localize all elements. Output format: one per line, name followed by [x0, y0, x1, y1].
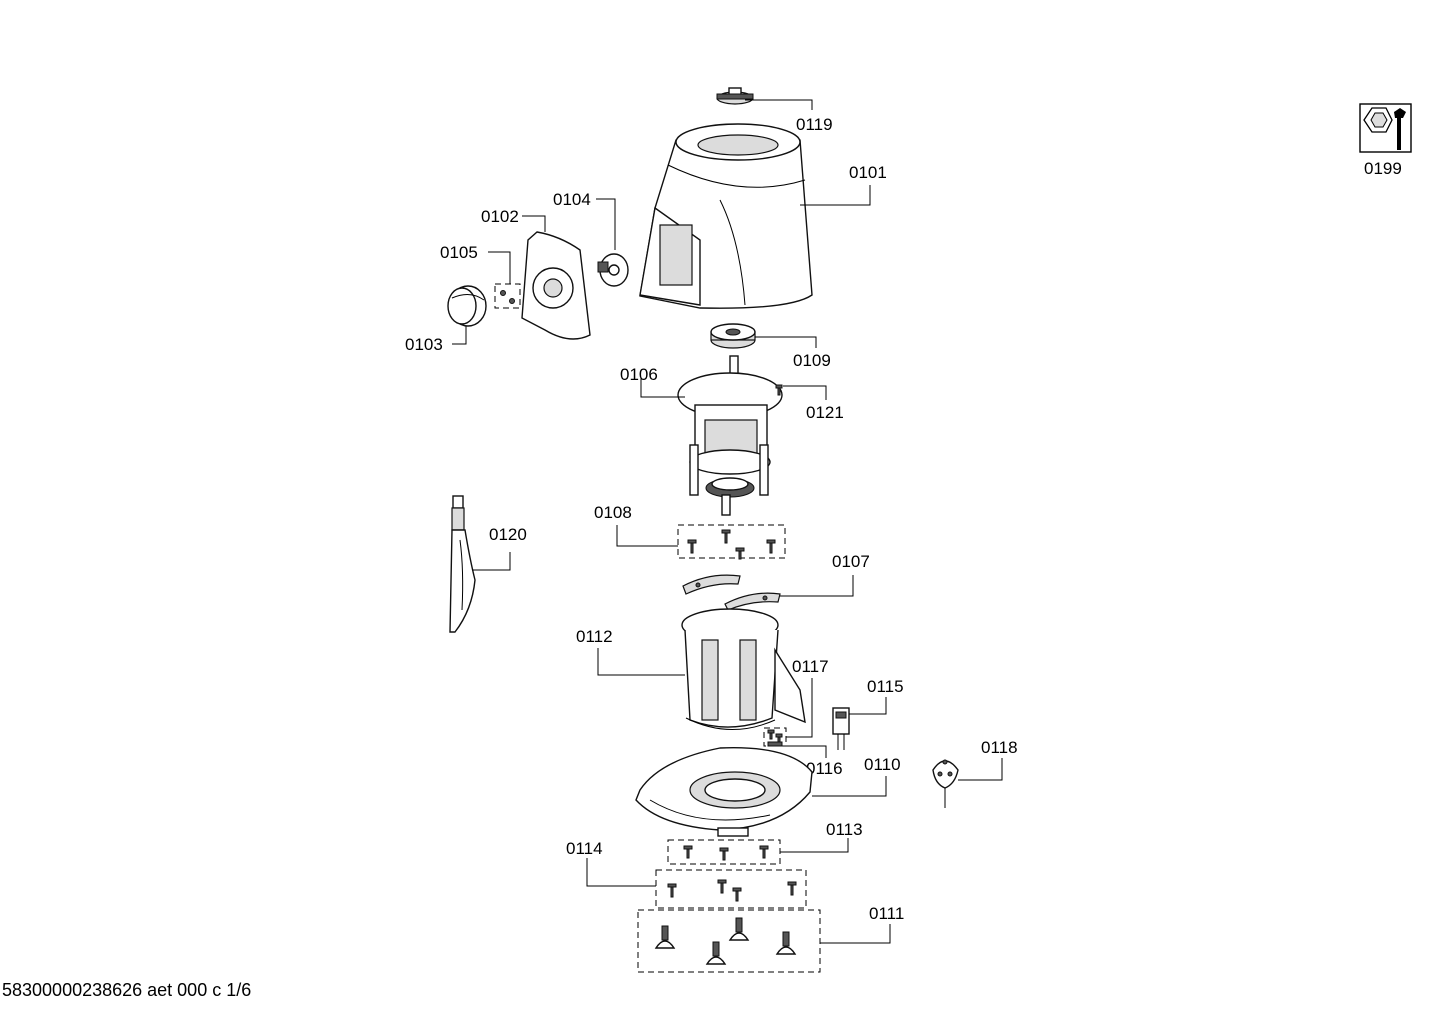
label-0114: 0114: [566, 839, 603, 858]
part-0105-screws: [500, 290, 515, 304]
part-0120-spatula: [449, 495, 476, 633]
label-0107: 0107: [832, 552, 870, 571]
part-0106-motor: [677, 355, 783, 516]
part-0113-screws: [683, 845, 769, 861]
label-0109: 0109: [793, 351, 831, 370]
label-0111: 0111: [869, 904, 904, 923]
part-0109-bearing: [710, 323, 756, 349]
label-0106: 0106: [620, 365, 658, 384]
label-0104: 0104: [553, 190, 591, 209]
part-0108-screws: [687, 529, 776, 560]
part-0104-knob-mechanism: [597, 253, 629, 287]
part-0118-power-plug: [932, 759, 959, 808]
wrench-nut-icon: [1359, 103, 1412, 153]
label-0118: 0118: [981, 738, 1018, 757]
label-0113: 0113: [826, 820, 863, 839]
part-0117-screws: [767, 729, 783, 744]
part-0115-switch: [832, 707, 850, 750]
part-0107-brackets: [682, 574, 781, 611]
part-0119-coupling: [716, 87, 754, 105]
label-0121: 0121: [806, 403, 844, 422]
part-0116-screws: [767, 741, 783, 747]
label-0105: 0105: [440, 243, 478, 262]
part-0102-front-panel: [521, 231, 591, 340]
label-0108: 0108: [594, 503, 632, 522]
label-0120: 0120: [489, 525, 527, 544]
part-0101-housing: [639, 123, 813, 309]
label-0119: 0119: [796, 115, 833, 134]
part-0111-feet: [654, 917, 797, 965]
label-0117: 0117: [792, 657, 829, 676]
part-0121-screw: [775, 384, 783, 396]
label-0116: 0116: [806, 759, 843, 778]
document-id: 58300000238626 aet 000 c 1/6: [2, 980, 252, 1000]
label-0102: 0102: [481, 207, 519, 226]
label-0112: 0112: [576, 627, 613, 646]
label-0199: 0199: [1364, 159, 1402, 178]
part-0114-screws: [667, 879, 797, 902]
label-0101: 0101: [849, 163, 887, 182]
label-0103: 0103: [405, 335, 443, 354]
label-0115: 0115: [867, 677, 904, 696]
part-0103-knob-cap: [447, 285, 487, 327]
label-0110: 0110: [864, 755, 901, 774]
part-0110-base: [635, 747, 813, 837]
part-0112-motor-housing: [681, 608, 806, 730]
